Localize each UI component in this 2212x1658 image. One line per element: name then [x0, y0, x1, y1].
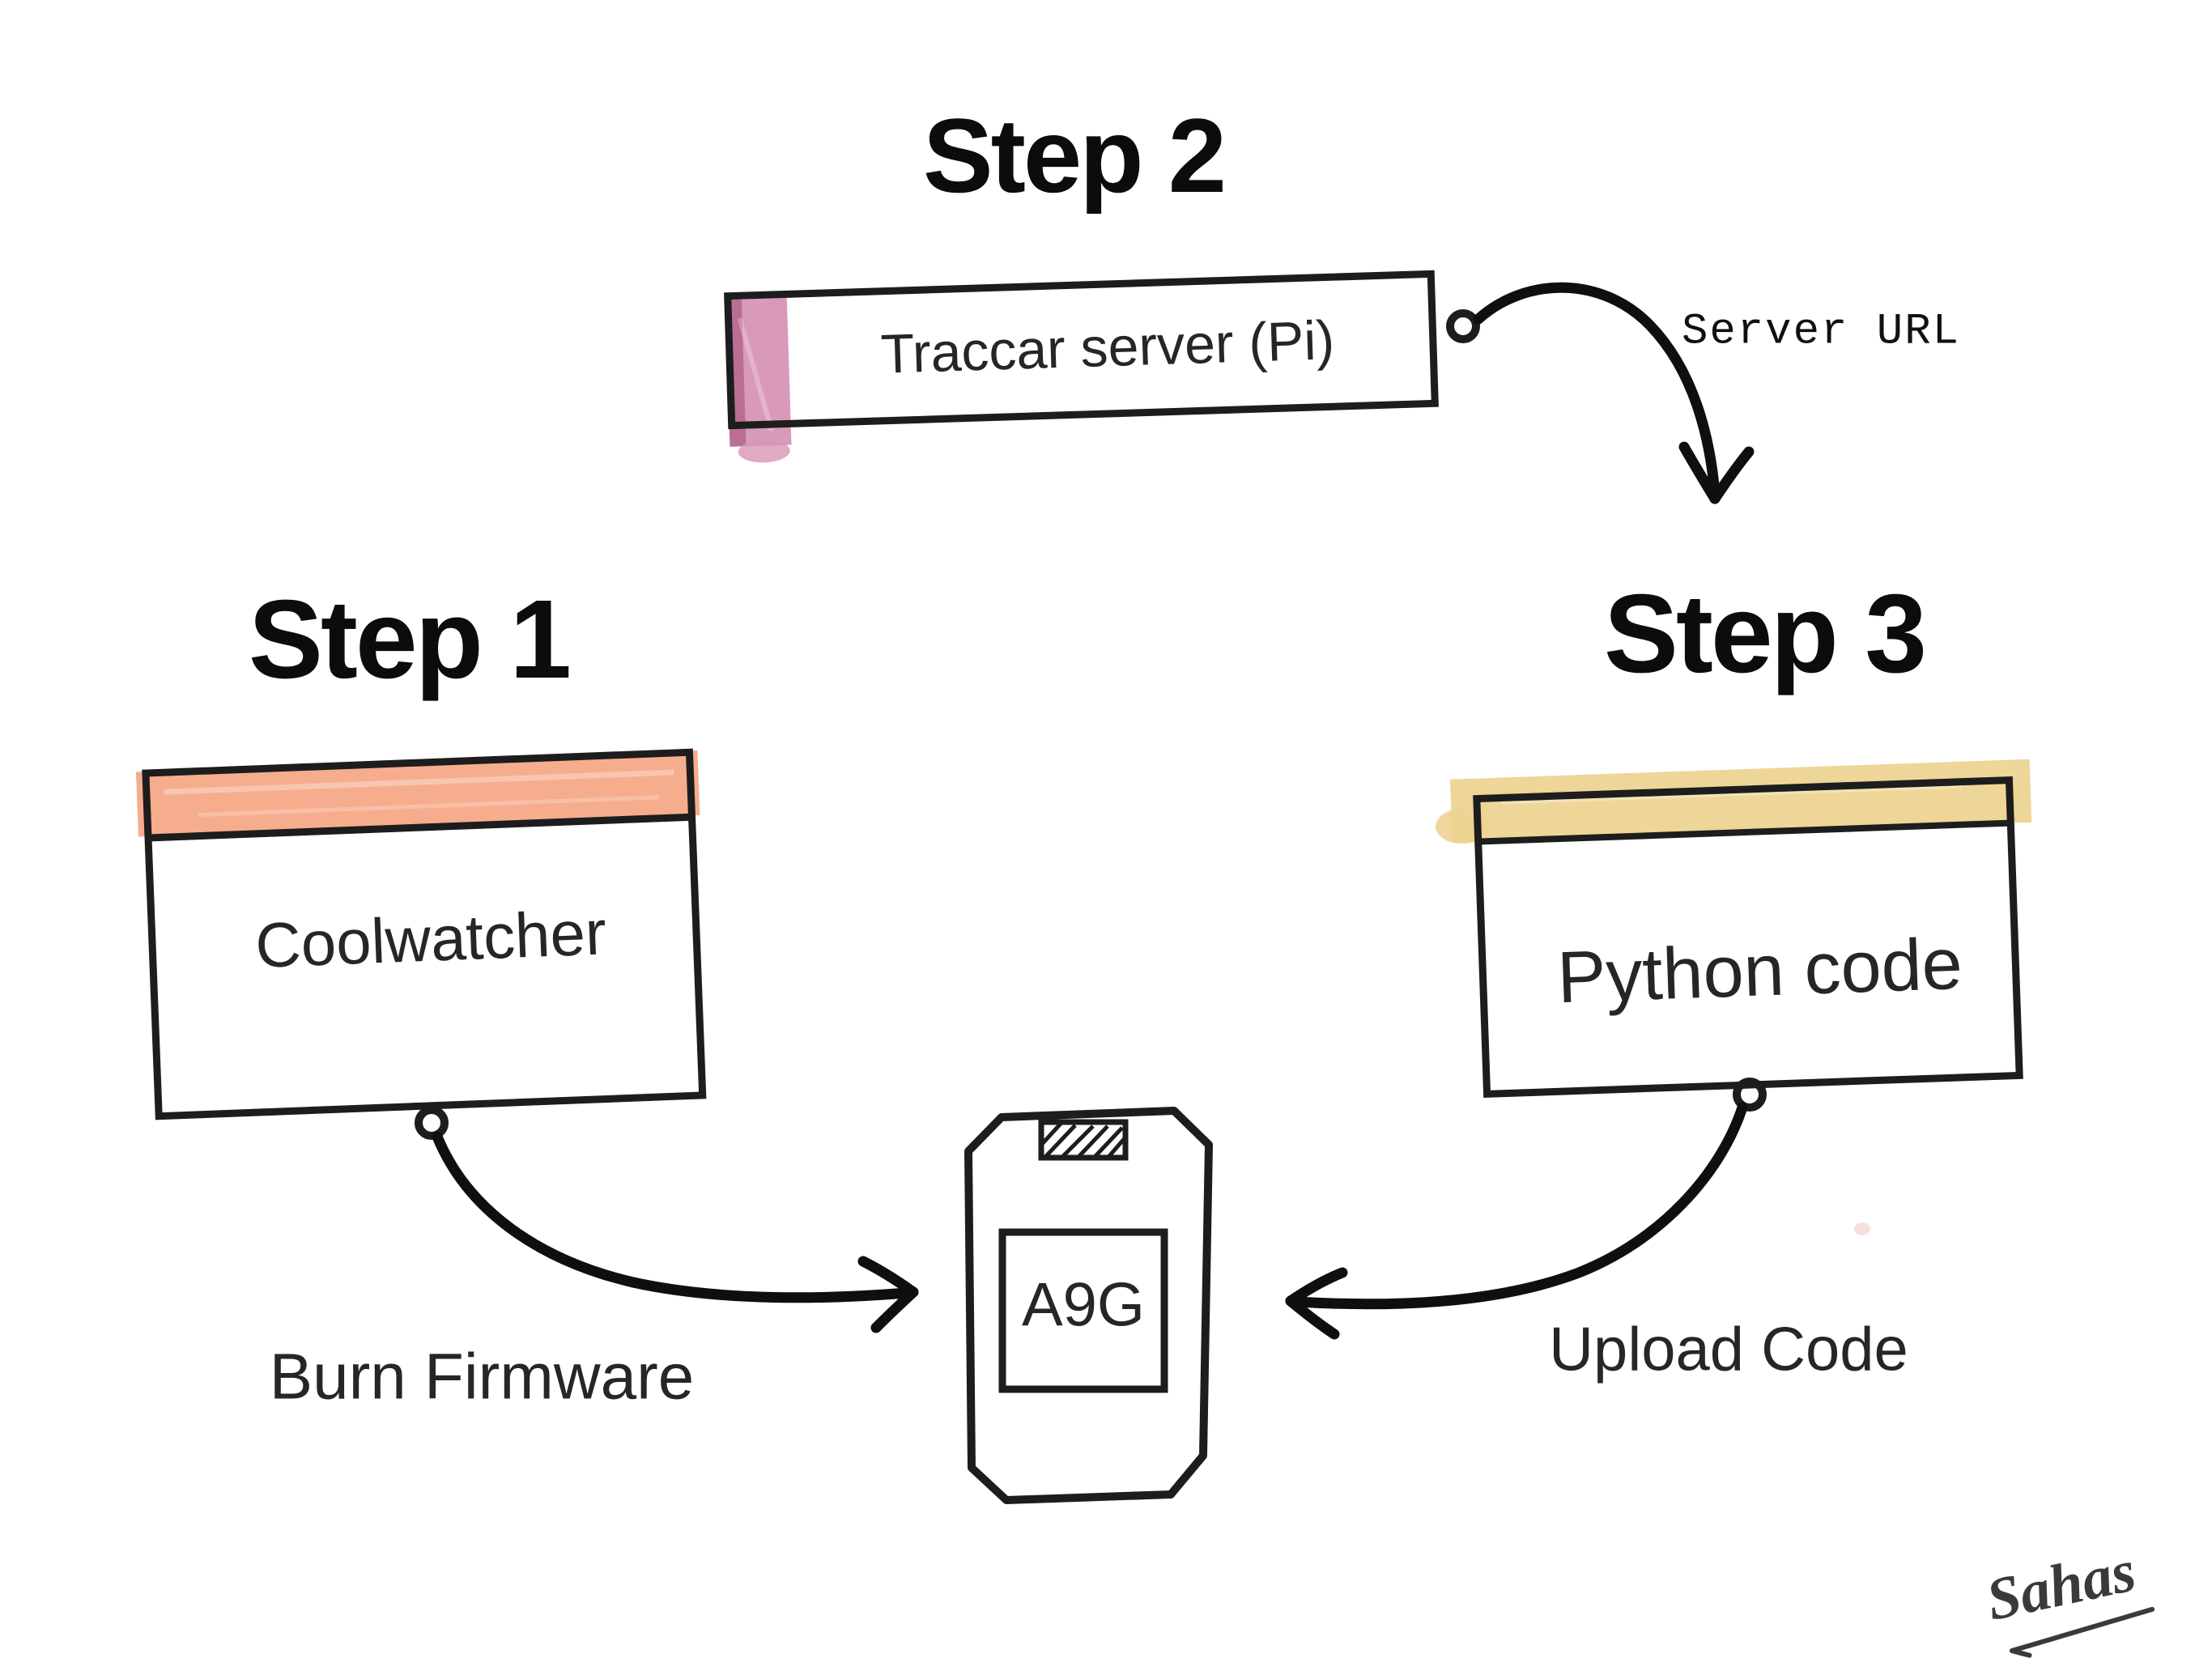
step3-title: Step 3	[1604, 572, 1925, 696]
burn-firmware-arrowhead-upper-barb	[857, 1256, 919, 1298]
phone-speaker-hatch-lines	[1041, 1122, 1126, 1158]
traccar-server-box: Traccar server (Pi)	[724, 270, 1439, 463]
server-url-arrow	[1473, 282, 1721, 500]
coolwatcher-box: Coolwatcher	[135, 748, 707, 1120]
server-url-arrow-tail-circle	[1446, 309, 1480, 343]
python-code-box: Python code	[1436, 759, 2032, 1099]
coolwatcher-box-label: Coolwatcher	[254, 896, 608, 981]
server-url-arrowhead-right-barb	[1709, 446, 1755, 504]
burn-firmware-arrow-tail-circle	[415, 1106, 449, 1140]
coolwatcher-box-outline	[142, 748, 707, 1120]
a9g-chip-box	[998, 1228, 1168, 1393]
traccar-box-outline	[724, 270, 1439, 430]
a9g-chip-label: A9G	[1022, 1271, 1145, 1340]
signature-group: Sahas	[1980, 1537, 2155, 1658]
upload-code-arrow-tail-circle	[1733, 1078, 1767, 1112]
python-box-fill	[1476, 780, 2020, 1095]
server-url-arrowhead-left-barb	[1678, 441, 1721, 504]
yellow-streak	[1500, 783, 1963, 805]
a9g-device: A9G	[964, 1107, 1213, 1504]
step1-title: Step 1	[249, 577, 569, 702]
python-yellow-highlight	[1449, 759, 2032, 843]
traccar-pink-spill	[738, 440, 790, 463]
pink-smudge	[1854, 1222, 1870, 1235]
salmon-streak-2	[197, 795, 659, 818]
burn-firmware-label: Burn Firmware	[270, 1341, 695, 1413]
phone-outline	[964, 1107, 1213, 1504]
server-url-label: Server URL	[1682, 308, 1960, 357]
burn-firmware-arrow	[432, 1131, 912, 1303]
traccar-box-fill	[727, 274, 1436, 426]
upload-code-arrowhead-upper-barb	[1285, 1267, 1348, 1307]
python-box-label: Python code	[1556, 924, 1964, 1018]
step2-title: Step 2	[923, 96, 1224, 215]
coolwatcher-header-divider	[147, 813, 692, 842]
upload-code-label: Upload Code	[1549, 1316, 1908, 1384]
coolwatcher-salmon-highlight	[135, 750, 700, 837]
salmon-streak-1	[164, 769, 674, 795]
pink-streak	[737, 317, 774, 432]
upload-code-arrowhead-lower-barb	[1285, 1295, 1340, 1340]
traccar-box-label: Traccar server (Pi)	[880, 309, 1336, 385]
upload-code-arrow	[1291, 1102, 1748, 1310]
coolwatcher-box-fill	[145, 752, 703, 1116]
burn-firmware-arrowhead-lower-barb	[870, 1286, 919, 1333]
signature-underline	[2009, 1606, 2155, 1658]
python-header-divider	[1478, 819, 2011, 845]
